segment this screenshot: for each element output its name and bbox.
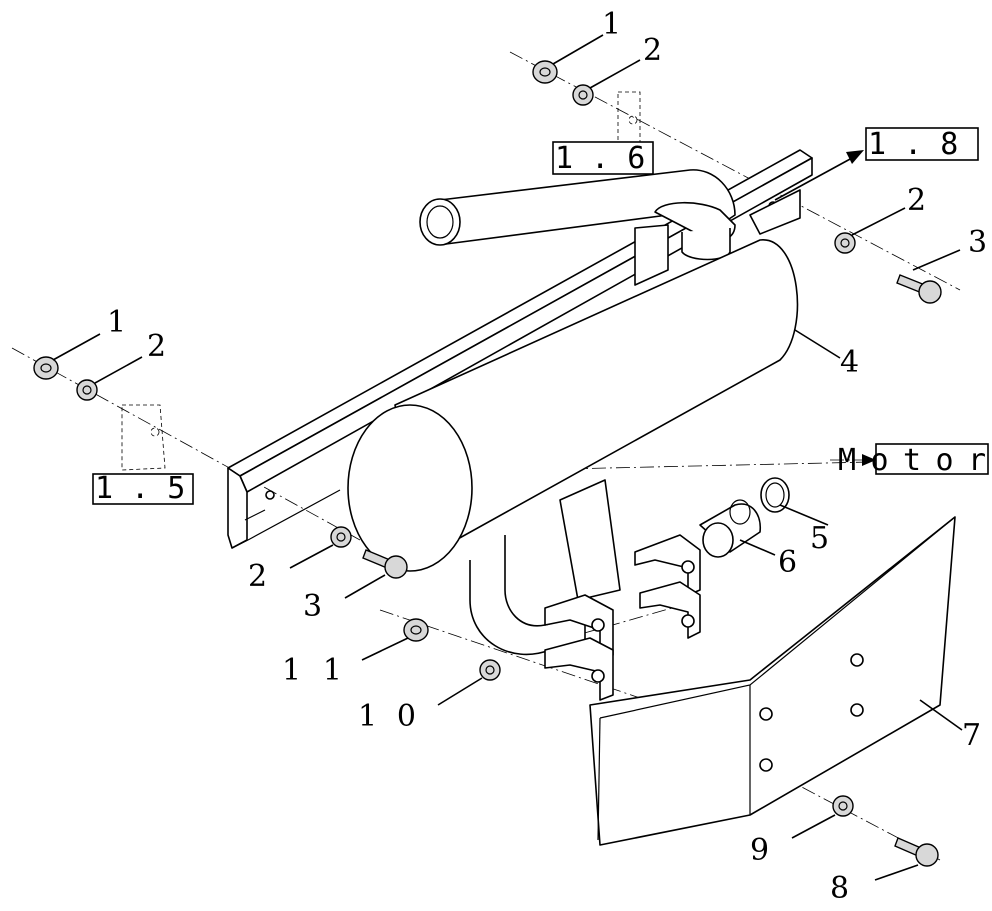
callout-3-right: 3 xyxy=(968,225,987,260)
ref-left-text: 1 . 5 xyxy=(95,471,185,506)
pipe-opening xyxy=(419,198,461,246)
bolt-8 xyxy=(894,837,939,867)
pipe-fitting xyxy=(699,499,761,558)
callout-10: 1 0 xyxy=(358,699,416,734)
rail-hole xyxy=(265,490,275,500)
ref-box-top-right: 1 . 8 xyxy=(865,127,979,162)
callout-4: 4 xyxy=(840,345,859,380)
callout-6: 6 xyxy=(778,545,797,580)
callout-2-lower: 2 xyxy=(248,559,267,594)
callout-2-right: 2 xyxy=(907,183,926,218)
exhaust-inlet-pipe xyxy=(419,169,736,286)
ref-box-left: 1 . 5 xyxy=(92,471,194,506)
ref-box-top-left: 1 . 6 xyxy=(552,141,654,176)
muffler xyxy=(347,239,799,572)
ref-box-motor: M o t o r xyxy=(838,443,989,478)
callout-2-left: 2 xyxy=(147,329,166,364)
ref-top-left-text: 1 . 6 xyxy=(555,141,645,176)
bolt-lower-left xyxy=(362,549,408,579)
washer-top xyxy=(572,84,594,106)
leader-lines xyxy=(52,34,963,881)
callout-9: 9 xyxy=(750,833,769,868)
nut-top xyxy=(532,60,558,84)
callout-11: 1 1 xyxy=(282,653,342,688)
muffler-end-cap xyxy=(347,404,473,572)
washer-10 xyxy=(479,659,501,681)
washer-right xyxy=(834,232,856,254)
callout-5: 5 xyxy=(810,521,829,556)
arrow-to-motor xyxy=(830,454,876,466)
bolt-right xyxy=(896,274,942,304)
clamp-brackets xyxy=(544,534,701,701)
heat-shield xyxy=(589,516,956,846)
centerline-clamp xyxy=(379,609,641,699)
nut-11 xyxy=(403,618,429,642)
ref-motor-text: M o t o r xyxy=(838,443,986,478)
centerline-left-bracket xyxy=(11,347,361,541)
seal-ring xyxy=(760,477,790,513)
arrow-to-ref xyxy=(774,150,864,201)
callout-7: 7 xyxy=(962,718,981,753)
callout-3-lower: 3 xyxy=(303,589,322,624)
callout-1-top: 1 xyxy=(602,7,621,42)
callout-8: 8 xyxy=(830,871,849,906)
bracket-left xyxy=(121,404,166,471)
washer-9 xyxy=(832,795,854,817)
nut-left xyxy=(33,356,59,380)
washer-left xyxy=(76,379,98,401)
callout-2-top: 2 xyxy=(643,33,662,68)
callout-1-left: 1 xyxy=(107,305,126,340)
washer-lower-left xyxy=(330,526,352,548)
ref-top-right-text: 1 . 8 xyxy=(868,127,958,162)
